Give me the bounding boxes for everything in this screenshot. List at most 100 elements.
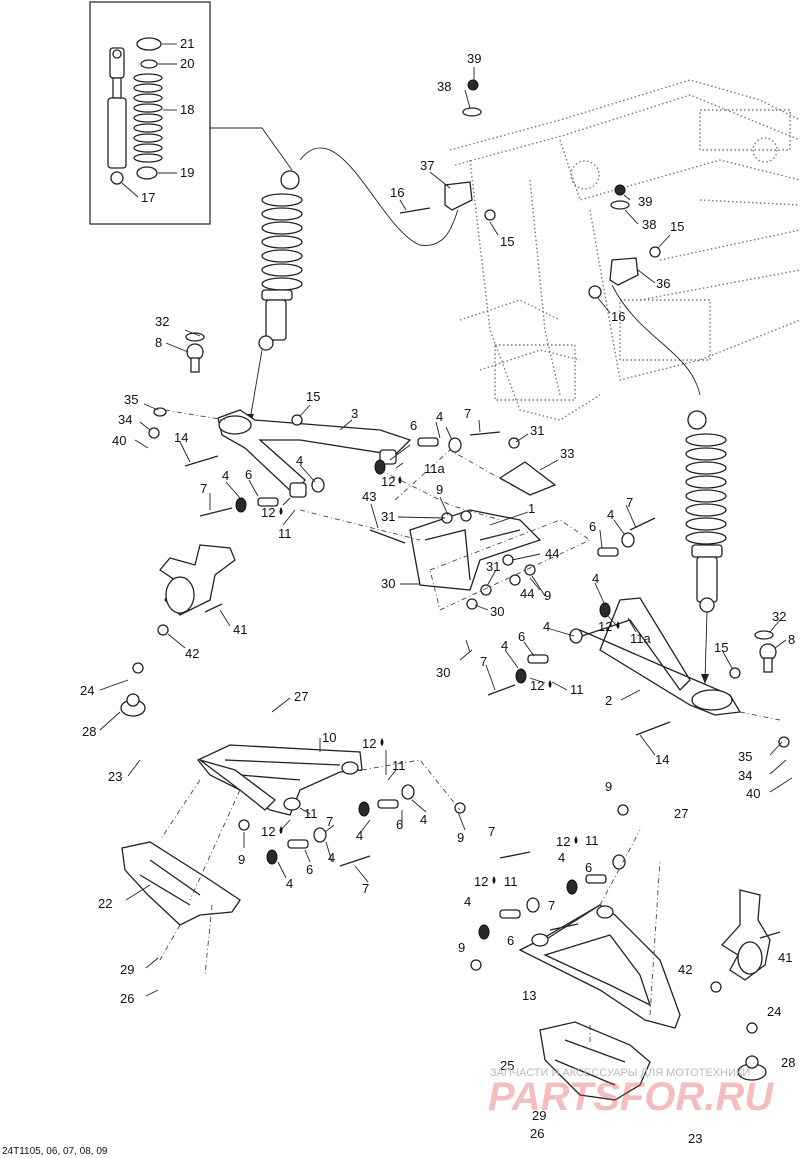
svg-text:27: 27: [674, 806, 688, 821]
knuckle-left: [159, 544, 236, 616]
callout-3: 3: [351, 406, 358, 421]
callout-15: 15: [670, 219, 684, 234]
callout-6: 6: [396, 817, 403, 832]
svg-text:22: 22: [98, 896, 112, 911]
callout-34: 34: [738, 768, 752, 783]
callout-31: 31: [530, 423, 544, 438]
callout-15: 15: [306, 389, 320, 404]
svg-text:31: 31: [381, 509, 395, 524]
inset-link-curve: [210, 127, 293, 171]
callout-25: 25: [500, 1058, 514, 1073]
svg-text:23: 23: [108, 769, 122, 784]
svg-text:7: 7: [464, 406, 471, 421]
callout-42: 42: [185, 646, 199, 661]
svg-text:12: 12: [261, 505, 275, 520]
callout-4: 4: [286, 876, 293, 891]
callout-39: 39: [467, 51, 481, 66]
svg-text:12: 12: [381, 474, 395, 489]
lower-a-arm-left: [196, 744, 363, 816]
svg-text:24: 24: [80, 683, 94, 698]
svg-text:16: 16: [390, 185, 404, 200]
nuts-and-washers: [132, 79, 790, 1034]
svg-text:7: 7: [488, 824, 495, 839]
upper-a-arm-left: [217, 409, 412, 498]
svg-text:18: 18: [180, 102, 194, 117]
callout-6: 6: [589, 519, 596, 534]
callout-4: 4: [558, 850, 565, 865]
right-shock-to-frame-curve: [611, 284, 701, 396]
callout-28: 28: [82, 724, 96, 739]
callout-6: 6: [245, 467, 252, 482]
svg-text:7: 7: [548, 898, 555, 913]
svg-text:36: 36: [656, 276, 670, 291]
callout-17: 17: [141, 190, 155, 205]
svg-text:14: 14: [655, 752, 669, 767]
callout-11a: 11a: [424, 461, 445, 476]
shock-to-frame-curve: [299, 147, 459, 246]
svg-text:15: 15: [670, 219, 684, 234]
callout-13: 13: [522, 988, 536, 1003]
bushings: [235, 437, 635, 940]
callout-6: 6: [410, 418, 417, 433]
callout-4: 4: [592, 571, 599, 586]
svg-text:30: 30: [381, 576, 395, 591]
svg-text:24: 24: [767, 1004, 781, 1019]
svg-text:11: 11: [392, 758, 406, 773]
callout-20: 20: [180, 56, 194, 71]
grease-drop-icon: [574, 836, 578, 844]
svg-text:12: 12: [362, 736, 376, 751]
svg-text:7: 7: [626, 495, 633, 510]
left-shock-absorber: [246, 170, 303, 424]
svg-text:26: 26: [120, 991, 134, 1006]
svg-text:29: 29: [532, 1108, 546, 1123]
svg-text:9: 9: [544, 588, 551, 603]
callout-11: 11: [504, 874, 518, 889]
svg-text:44: 44: [520, 586, 534, 601]
callout-9: 9: [238, 852, 245, 867]
callout-4: 4: [296, 453, 303, 468]
watermark: ЗАПЧАСТИ И АКСЕССУАРЫ ДЛЯ МОТОТЕХНИКИ PA…: [488, 1067, 774, 1119]
svg-text:41: 41: [233, 622, 247, 637]
svg-text:4: 4: [286, 876, 293, 891]
callout-12: 12: [530, 678, 544, 693]
callout-37: 37: [420, 158, 434, 173]
grease-drop-icon: [548, 680, 552, 688]
svg-text:28: 28: [781, 1055, 795, 1070]
svg-text:2: 2: [605, 693, 612, 708]
callout-7: 7: [480, 654, 487, 669]
callout-11: 11: [278, 526, 292, 541]
callout-33: 33: [560, 446, 574, 461]
callout-23: 23: [108, 769, 122, 784]
bolts: [184, 207, 781, 939]
svg-text:4: 4: [607, 507, 614, 522]
svg-text:11a: 11a: [424, 461, 445, 476]
callout-36: 36: [656, 276, 670, 291]
callout-42: 42: [678, 962, 692, 977]
callout-9: 9: [544, 588, 551, 603]
callout-14: 14: [655, 752, 669, 767]
svg-text:11: 11: [504, 874, 518, 889]
svg-text:9: 9: [457, 830, 464, 845]
callout-8: 8: [788, 632, 795, 647]
grease-drop-icon: [492, 876, 496, 884]
callout-6: 6: [518, 629, 525, 644]
callout-9: 9: [436, 482, 443, 497]
callout-35: 35: [124, 392, 138, 407]
center-bracket: [409, 461, 557, 591]
svg-text:11a: 11a: [630, 631, 651, 646]
callout-6: 6: [306, 862, 313, 877]
knuckle-right: [720, 889, 771, 981]
callout-4: 4: [607, 507, 614, 522]
svg-text:4: 4: [501, 638, 508, 653]
callout-12: 12: [362, 736, 376, 751]
ball-joints: [120, 332, 777, 1081]
svg-text:7: 7: [326, 814, 333, 829]
callout-10: 10: [322, 730, 336, 745]
callout-40: 40: [112, 433, 126, 448]
svg-text:4: 4: [543, 619, 550, 634]
svg-text:12: 12: [556, 834, 570, 849]
callout-44: 44: [520, 586, 534, 601]
svg-text:29: 29: [120, 962, 134, 977]
svg-text:6: 6: [507, 933, 514, 948]
